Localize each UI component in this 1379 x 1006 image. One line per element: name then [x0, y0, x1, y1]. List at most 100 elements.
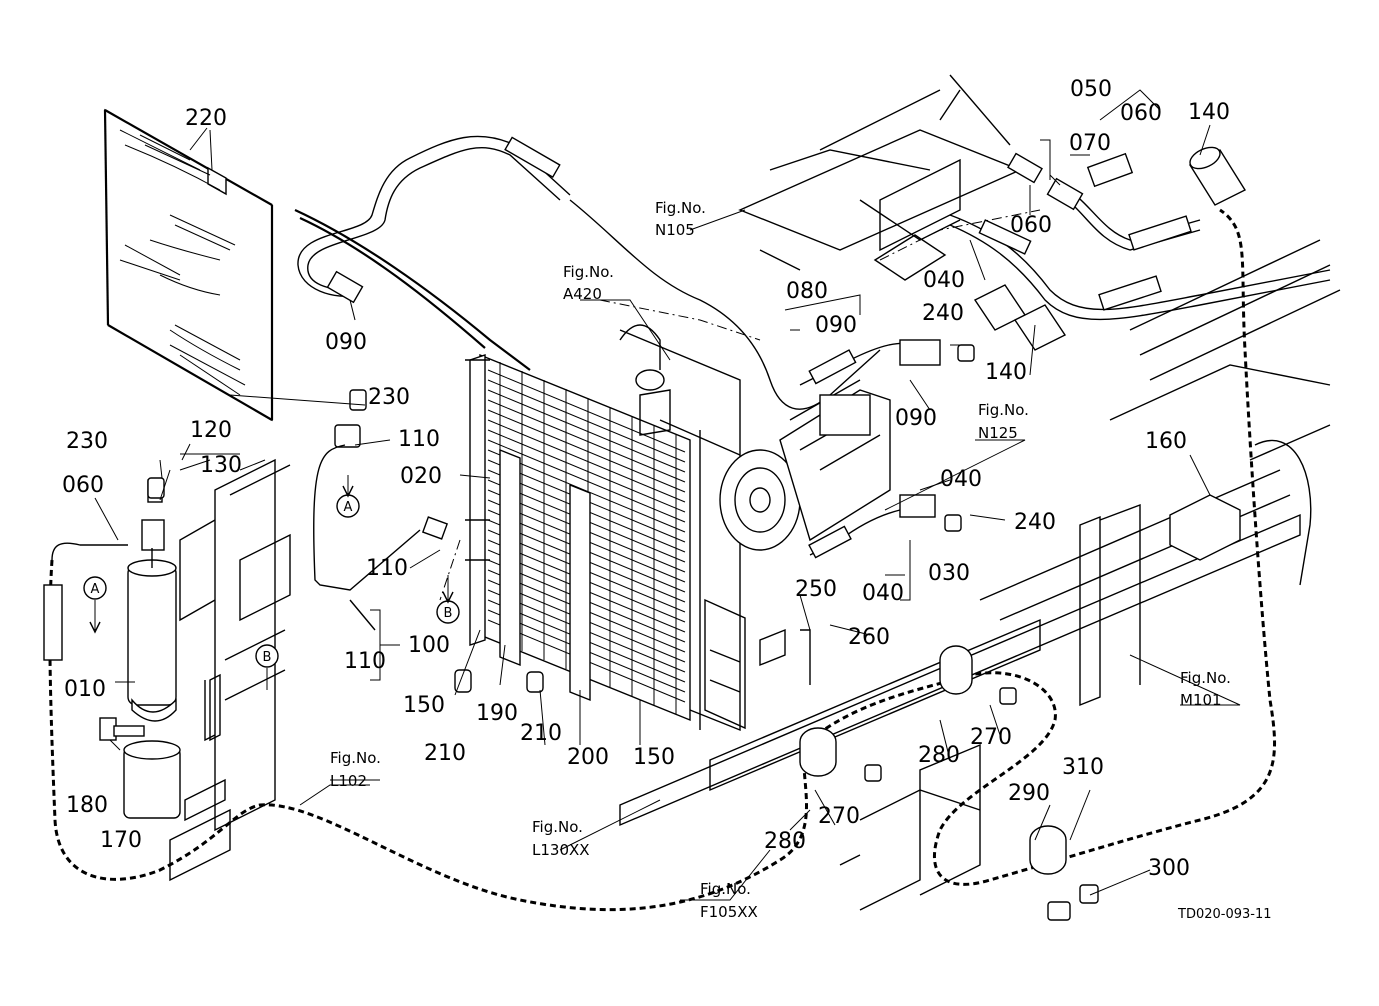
label-180: 180 — [66, 793, 108, 818]
svg-text:A: A — [344, 500, 353, 515]
leader-lines — [94, 89, 1241, 901]
figref-l102-l2: L102 — [330, 772, 367, 790]
condenser-020 — [465, 353, 691, 722]
frame — [619, 239, 1341, 911]
label-240-mid: 240 — [1014, 510, 1056, 535]
label-120: 120 — [190, 418, 232, 443]
label-230-top: 230 — [368, 385, 410, 410]
svg-text:B: B — [263, 650, 272, 665]
figref-n125-l2: N125 — [978, 424, 1018, 442]
drawing-reference-code: TD020-093-11 — [1177, 907, 1272, 922]
cab-structure-n105 — [738, 74, 1022, 281]
label-110-top: 110 — [398, 427, 440, 452]
wire-harness — [294, 209, 531, 371]
label-100: 100 — [408, 633, 450, 658]
figref-m101-l2: M101 — [1180, 691, 1222, 709]
condenser-fin-line — [487, 429, 686, 513]
label-060-top: 060 — [1120, 101, 1162, 126]
figref-a420-l2: A420 — [563, 285, 602, 303]
figref-l130-l2: L130XX — [532, 841, 590, 859]
marker-b-1: B — [255, 644, 279, 690]
label-090-right: 090 — [895, 406, 937, 431]
label-200: 200 — [567, 745, 609, 770]
label-080: 080 — [786, 279, 828, 304]
figref-l102-l1: Fig.No. — [330, 749, 381, 767]
condenser-fin-line — [487, 389, 686, 473]
label-110-mid: 110 — [366, 556, 408, 581]
figref-l130-l1: Fig.No. — [532, 818, 583, 836]
condenser-fin-line — [487, 369, 686, 453]
condenser-fin-line — [487, 379, 686, 463]
label-060-mid: 060 — [1010, 213, 1052, 238]
label-190: 190 — [476, 701, 518, 726]
sleeve-140 — [973, 146, 1247, 351]
label-030: 030 — [928, 561, 970, 586]
label-140-top: 140 — [1188, 100, 1230, 125]
figref-n105-l2: N105 — [655, 221, 695, 239]
discharge-pipe — [307, 147, 561, 291]
figref-m101-l1: Fig.No. — [1180, 669, 1231, 687]
condenser-fin-line — [487, 439, 686, 523]
screen-panel-220 — [103, 108, 274, 422]
label-050: 050 — [1070, 77, 1112, 102]
svg-text:A: A — [91, 582, 100, 597]
sleeve-170 — [123, 740, 181, 819]
label-250: 250 — [795, 577, 837, 602]
label-140-mid: 140 — [985, 360, 1027, 385]
label-060-left: 060 — [62, 473, 104, 498]
label-210-left: 210 — [424, 741, 466, 766]
part-labels: 220 230 230 120 130 060 010 180 170 090 … — [62, 77, 1230, 881]
label-220: 220 — [185, 106, 227, 131]
figref-n105-l1: Fig.No. — [655, 199, 706, 217]
condenser-fin-line — [487, 399, 686, 483]
label-310: 310 — [1062, 755, 1104, 780]
label-010: 010 — [64, 677, 106, 702]
label-280-left: 280 — [764, 829, 806, 854]
label-300: 300 — [1148, 856, 1190, 881]
label-210-mid: 210 — [520, 721, 562, 746]
label-040-mid: 040 — [940, 467, 982, 492]
condenser-fin-line — [487, 409, 686, 493]
label-040-top: 040 — [923, 268, 965, 293]
label-290: 290 — [1008, 781, 1050, 806]
figref-a420-l1: Fig.No. — [563, 263, 614, 281]
hose-lower-loop — [48, 208, 1276, 912]
label-240-top: 240 — [922, 301, 964, 326]
drier-hose-fitting — [43, 584, 63, 661]
marker-b-2: B — [436, 575, 460, 624]
drier-bracket — [169, 458, 291, 882]
radiator-assembly — [619, 324, 746, 732]
compressor — [719, 379, 891, 551]
label-070: 070 — [1069, 131, 1111, 156]
label-270-left: 270 — [818, 804, 860, 829]
label-130: 130 — [200, 453, 242, 478]
dashdot-b-marker — [439, 539, 461, 601]
figref-n125-l1: Fig.No. — [978, 401, 1029, 419]
label-150-left: 150 — [403, 693, 445, 718]
marker-a-2: A — [336, 475, 360, 518]
pressure-switch-180 — [99, 717, 145, 741]
label-260: 260 — [848, 625, 890, 650]
figref-f105-l2: F105XX — [700, 903, 758, 921]
label-110-low: 110 — [344, 649, 386, 674]
label-170: 170 — [100, 828, 142, 853]
label-280-right: 280 — [918, 743, 960, 768]
label-090-mid: 090 — [815, 313, 857, 338]
drier-outlet-pipe — [51, 542, 128, 561]
label-020: 020 — [400, 464, 442, 489]
figure-refs: Fig.No. N105 Fig.No. A420 Fig.No. N125 F… — [330, 199, 1231, 921]
label-270-right: 270 — [970, 725, 1012, 750]
receiver-drier-010 — [127, 479, 177, 722]
marker-a-1: A — [83, 576, 107, 634]
label-150-right: 150 — [633, 745, 675, 770]
condenser-fin-line — [487, 419, 686, 503]
figref-f105-l1: Fig.No. — [700, 880, 751, 898]
label-230-left: 230 — [66, 429, 108, 454]
label-090-left: 090 — [325, 330, 367, 355]
label-040-low: 040 — [862, 581, 904, 606]
label-160: 160 — [1145, 429, 1187, 454]
svg-text:B: B — [444, 606, 453, 621]
misc-fittings — [147, 344, 1241, 921]
